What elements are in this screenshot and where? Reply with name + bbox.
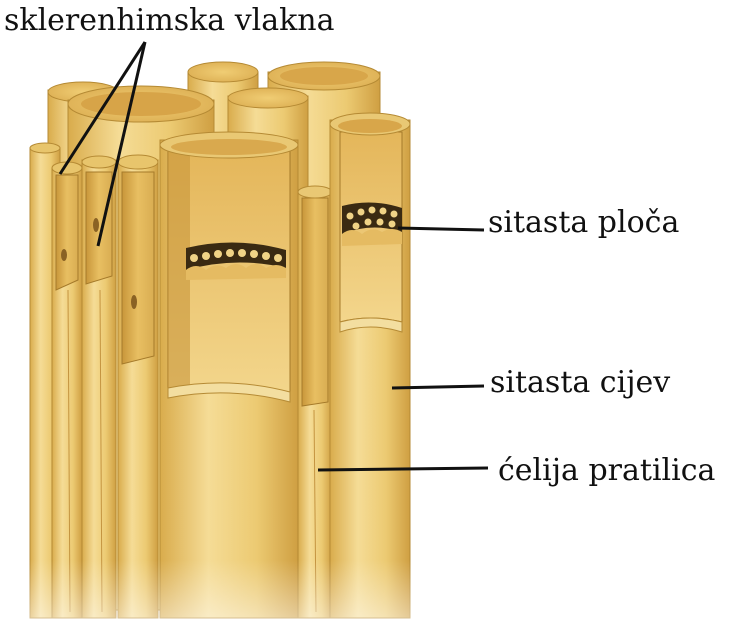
sclerenchyma-fiber-group bbox=[30, 143, 158, 618]
sieve-tube-cut-center bbox=[160, 132, 298, 618]
sieve-plate-right bbox=[342, 202, 402, 246]
sieve-plate-center bbox=[186, 242, 286, 280]
leader-line-pratilica bbox=[318, 468, 488, 470]
leader-line-cijev bbox=[392, 386, 484, 388]
label-sieve-tube: sitasta cijev bbox=[490, 368, 670, 398]
sieve-tube-right bbox=[330, 113, 410, 618]
companion-cell bbox=[298, 186, 332, 618]
label-sieve-plate: sitasta ploča bbox=[488, 208, 679, 238]
label-sclerenchyma-fibers: sklerenhimska vlakna bbox=[4, 6, 335, 36]
label-companion-cell: ćelija pratilica bbox=[498, 456, 715, 486]
leader-line-ploca bbox=[398, 228, 484, 230]
